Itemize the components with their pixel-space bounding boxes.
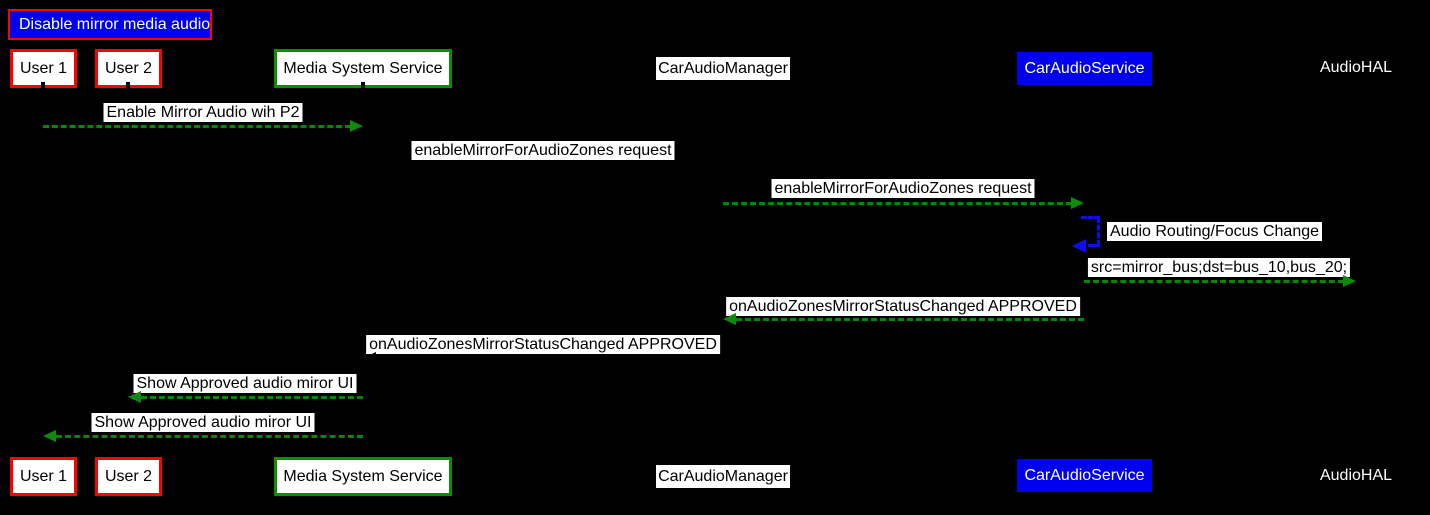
message-label: onAudioZonesMirrorStatusChanged APPROVED — [366, 335, 720, 354]
actor-bottom-audio-hal: AudioHAL — [1319, 467, 1393, 484]
message-arrow-line — [1084, 280, 1344, 283]
actor-top-audio-hal: AudioHAL — [1319, 59, 1393, 76]
actor-bottom-user1: User 1 — [10, 457, 77, 496]
actor-bottom-car-audio-service: CarAudioService — [1017, 459, 1152, 492]
message-label: onAudioZonesMirrorStatusChanged APPROVED — [726, 297, 1080, 316]
lifeline-notch — [361, 82, 365, 92]
lifeline-notch — [126, 82, 130, 92]
self-loop-top-segment — [1081, 216, 1100, 219]
message-arrow-line — [736, 318, 1084, 321]
lifeline-notch — [361, 450, 365, 460]
arrowhead-right-icon — [1071, 197, 1084, 209]
arrowhead-right-icon — [1343, 275, 1356, 287]
lifeline-notch — [126, 450, 130, 460]
actor-top-car-audio-service: CarAudioService — [1017, 52, 1152, 85]
message-arrow-line — [376, 357, 723, 360]
self-loop-bottom-segment — [1088, 244, 1100, 247]
message-label: src=mirror_bus;dst=bus_10,bus_20; — [1087, 258, 1351, 277]
actor-top-user1: User 1 — [10, 49, 77, 88]
actor-bottom-media-system-service: Media System Service — [274, 457, 452, 496]
self-loop-right-segment — [1097, 217, 1100, 246]
message-arrow-line — [363, 164, 710, 167]
arrowhead-left-icon — [723, 313, 736, 325]
actor-top-media-system-service: Media System Service — [274, 49, 452, 88]
arrowhead-left-icon — [43, 430, 56, 442]
message-label: Enable Mirror Audio wih P2 — [103, 103, 303, 122]
message-label: Show Approved audio miror UI — [91, 413, 315, 432]
message-arrow-line — [723, 202, 1072, 205]
message-label: Show Approved audio miror UI — [133, 374, 357, 393]
actor-bottom-user2: User 2 — [95, 457, 162, 496]
message-arrow-line — [43, 125, 351, 128]
diagram-title: Disable mirror media audio — [8, 9, 212, 40]
message-label: enableMirrorForAudioZones request — [771, 179, 1035, 198]
message-arrow-line — [56, 435, 363, 438]
arrowhead-right-icon — [710, 159, 723, 171]
arrowhead-left-icon — [128, 391, 141, 403]
message-arrow-line — [141, 396, 363, 399]
lifeline-notch — [41, 450, 45, 460]
lifeline-notch — [41, 82, 45, 92]
arrowhead-left-icon — [363, 352, 376, 364]
actor-bottom-car-audio-manager: CarAudioManager — [656, 465, 790, 488]
message-label: enableMirrorForAudioZones request — [411, 141, 675, 160]
actor-top-car-audio-manager: CarAudioManager — [656, 57, 790, 80]
message-label: Audio Routing/Focus Change — [1107, 222, 1323, 241]
arrowhead-right-icon — [350, 120, 363, 132]
arrowhead-left-icon — [1072, 239, 1086, 253]
